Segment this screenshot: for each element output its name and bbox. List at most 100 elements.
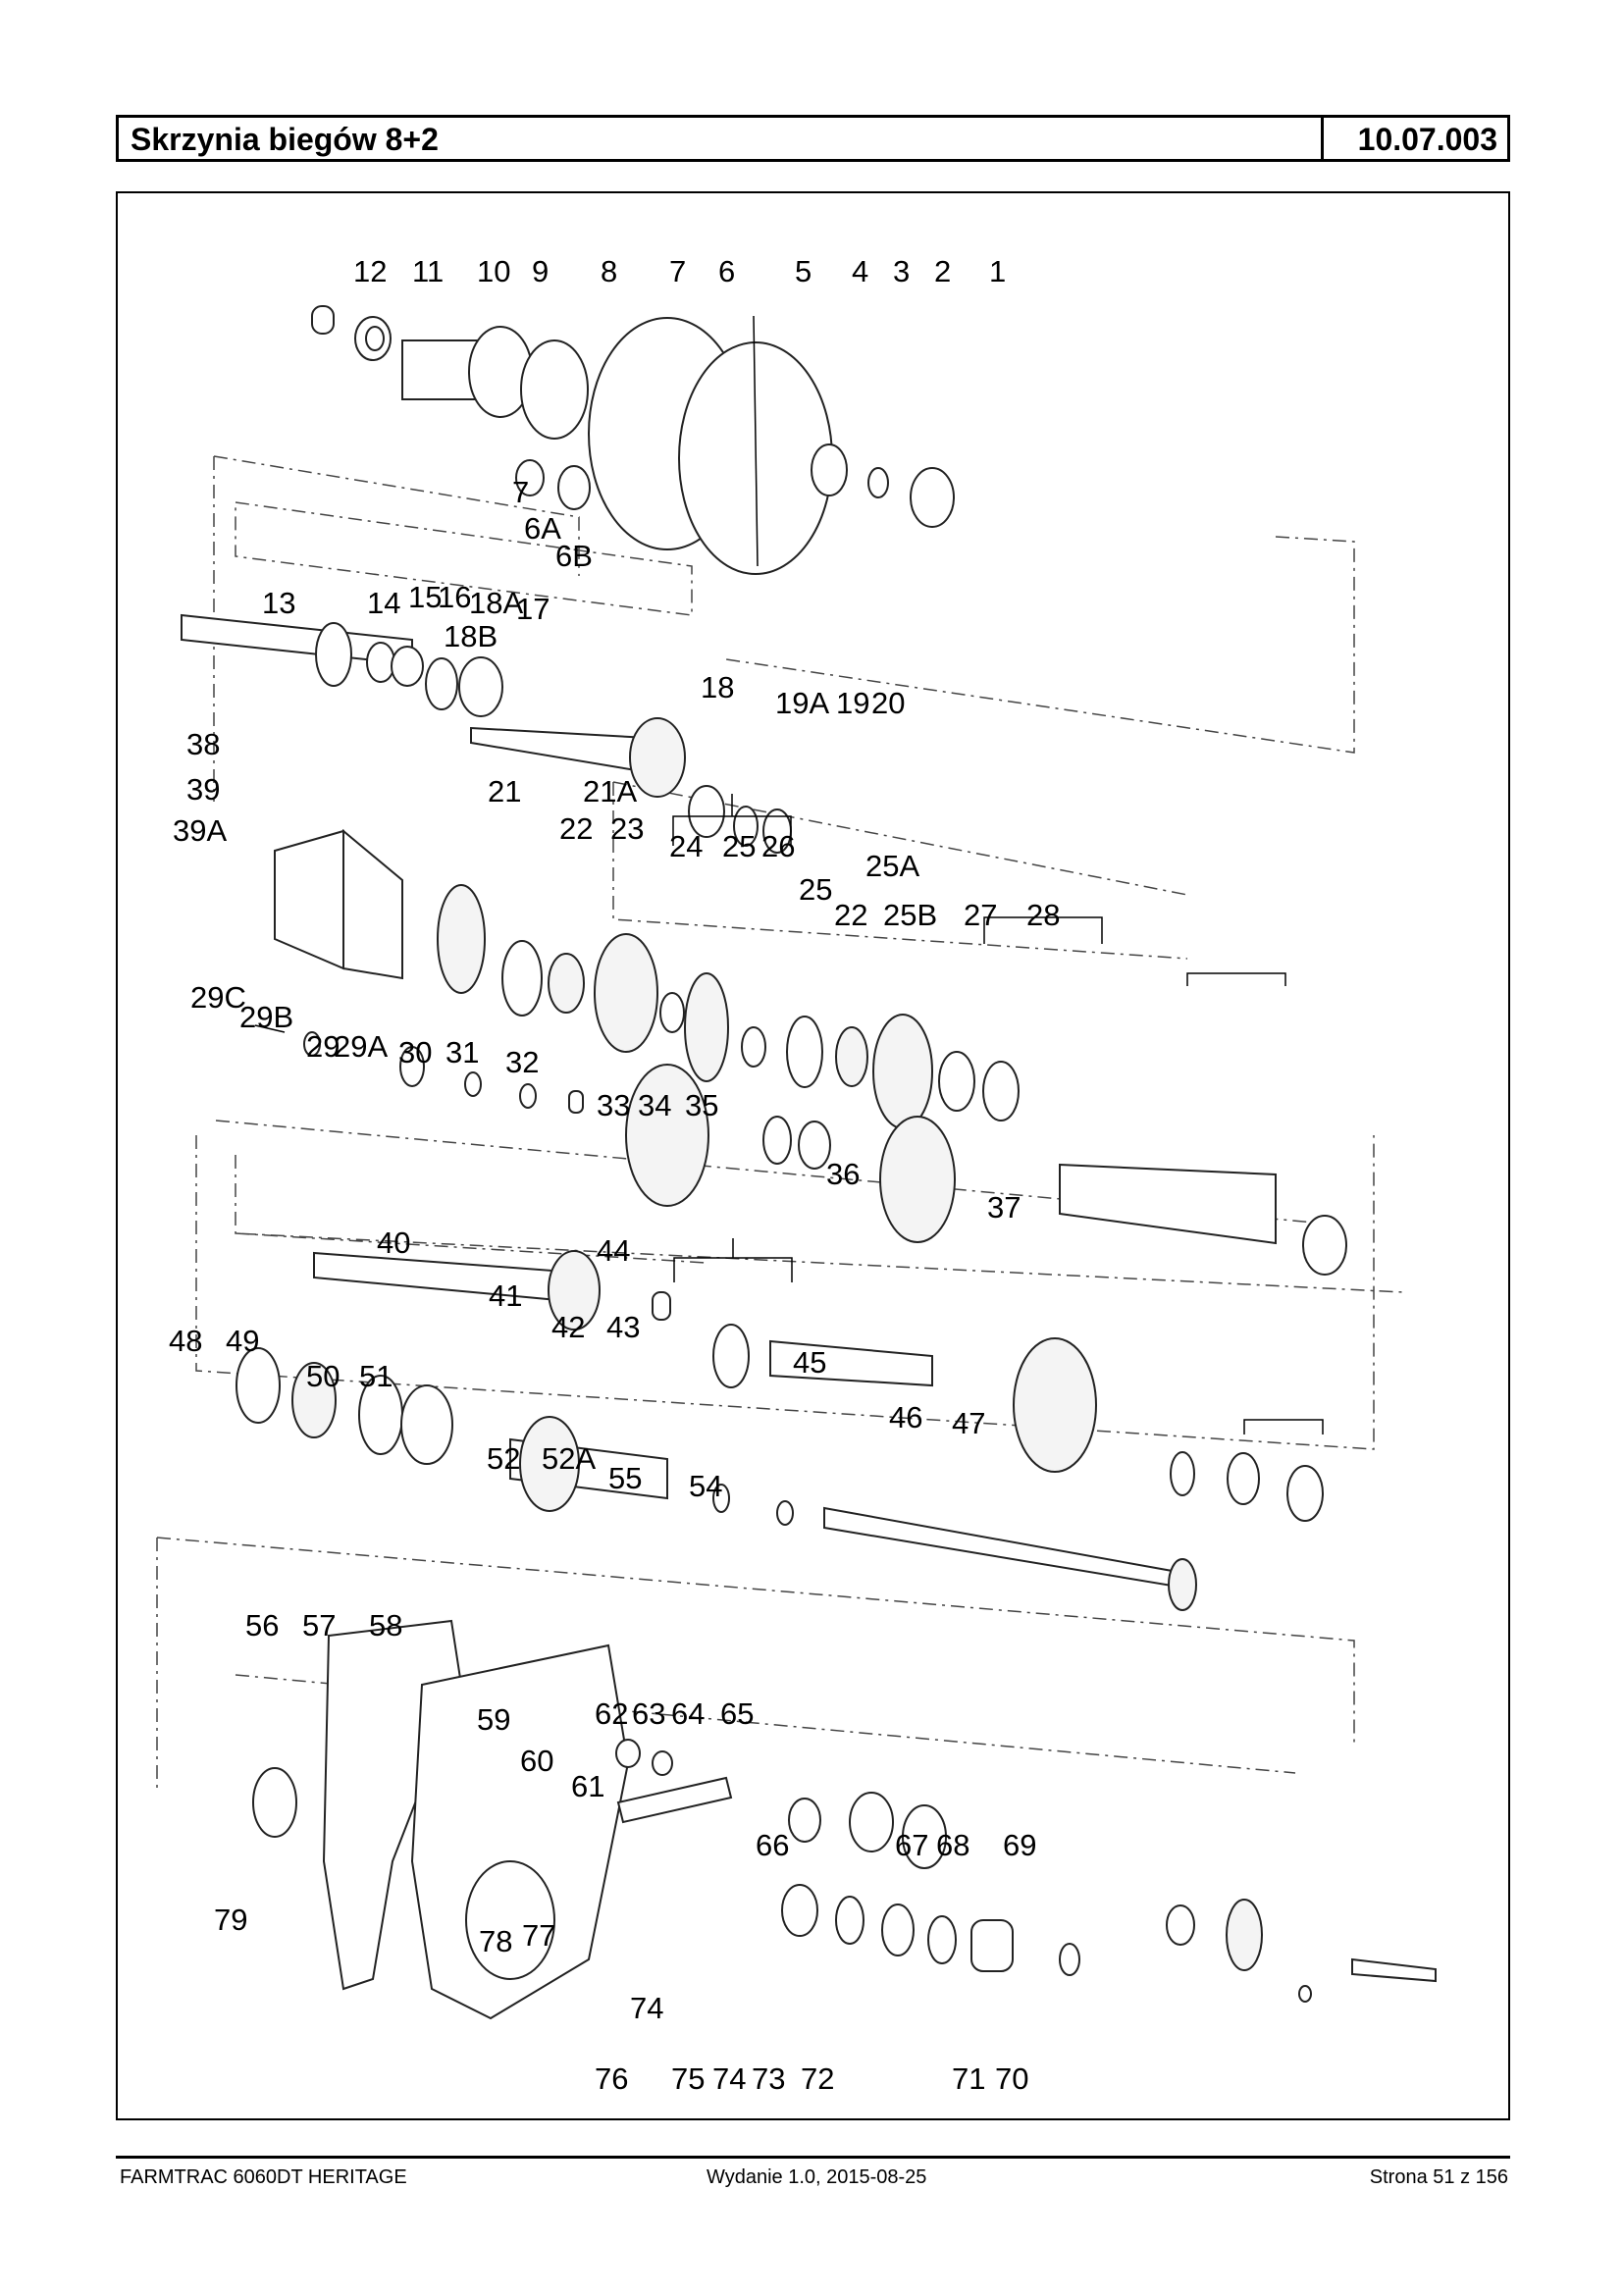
callout-27: 27 <box>964 898 997 932</box>
callout-43: 43 <box>606 1310 640 1344</box>
callout-14: 14 <box>367 586 400 620</box>
part-15-washer <box>366 642 395 683</box>
part-21-gear <box>437 884 486 994</box>
part-39a-cover <box>274 828 403 980</box>
callout-49: 49 <box>226 1324 259 1358</box>
part-30-ring <box>519 1083 537 1109</box>
section-code: 10.07.003 <box>1357 122 1497 157</box>
footer-edition: Wydanie 1.0, 2015-08-25 <box>707 2166 927 2188</box>
callout-9: 9 <box>532 254 549 288</box>
callout-34: 34 <box>638 1088 671 1122</box>
part-60-ring <box>652 1750 673 1776</box>
callout-25a: 25 <box>722 829 756 863</box>
callout-72: 72 <box>801 2061 834 2096</box>
callout-22b: 22 <box>834 898 867 932</box>
part-72-ring <box>1059 1943 1080 1976</box>
callout-29B: 29B <box>239 1000 293 1034</box>
part-25-washer-a <box>659 992 685 1033</box>
part-29a-ring <box>464 1071 482 1097</box>
part-19a-bearing <box>688 785 725 838</box>
callout-26: 26 <box>761 829 795 863</box>
callout-75: 75 <box>671 2061 705 2096</box>
callout-20: 20 <box>871 686 905 720</box>
part-28-ring <box>938 1051 975 1112</box>
callout-33: 33 <box>597 1088 630 1122</box>
header-divider <box>1321 118 1324 159</box>
callout-19A: 19A <box>775 686 829 720</box>
callout-78: 78 <box>479 1924 512 1958</box>
page-header: Skrzynia biegów 8+2 10.07.003 <box>116 115 1510 162</box>
callout-42: 42 <box>551 1310 585 1344</box>
part-22-synchro <box>501 940 543 1017</box>
part-54-shaft <box>823 1506 1179 1589</box>
callout-2: 2 <box>934 254 951 288</box>
part-28-bearing <box>982 1061 1020 1121</box>
callout-37: 37 <box>987 1190 1021 1225</box>
part-68-gear <box>1226 1899 1263 1971</box>
callout-60: 60 <box>520 1744 553 1778</box>
part-6a-plate <box>515 459 545 496</box>
callout-21A: 21A <box>583 774 637 808</box>
callout-7b: 7 <box>512 475 529 509</box>
part-1-bearing <box>910 467 955 528</box>
callout-28: 28 <box>1026 898 1060 932</box>
callout-77: 77 <box>522 1918 555 1953</box>
part-36-shaft <box>1059 1163 1277 1245</box>
page-title: Skrzynia biegów 8+2 <box>131 122 439 157</box>
callout-25B: 25B <box>883 898 937 932</box>
part-8-gasket <box>520 339 589 440</box>
part-64-gasket <box>849 1792 894 1852</box>
bracket-28 <box>1186 972 1286 986</box>
callout-51: 51 <box>359 1359 393 1393</box>
part-76-bushing <box>781 1884 818 1937</box>
callout-25A: 25A <box>865 849 919 883</box>
callout-46: 46 <box>889 1400 922 1434</box>
part-62-bushing <box>788 1798 821 1843</box>
part-22-synchro-b <box>786 1016 823 1088</box>
part-40-gear <box>548 1250 601 1330</box>
callout-39: 39 <box>186 772 220 807</box>
part-2-ring <box>867 467 889 498</box>
bracket-44 <box>673 1238 793 1282</box>
part-18a-ring <box>425 657 458 710</box>
bracket-47 <box>1243 1419 1324 1434</box>
part-11-seal-inner <box>365 326 385 351</box>
part-73-needle-bearing <box>970 1919 1014 1972</box>
callout-4: 4 <box>852 254 868 288</box>
part-47-ring <box>1286 1465 1324 1522</box>
part-12-sleeve <box>311 305 335 335</box>
callout-68: 68 <box>936 1828 969 1862</box>
callout-56: 56 <box>245 1608 279 1643</box>
part-59-seal <box>615 1739 641 1768</box>
part-4-pin <box>753 315 759 567</box>
part-65-flange <box>902 1804 947 1869</box>
callout-22a: 22 <box>559 811 593 846</box>
part-25b-hub <box>835 1026 868 1087</box>
part-42-synchro <box>712 1324 750 1388</box>
callout-58: 58 <box>369 1608 402 1643</box>
callout-38: 38 <box>186 727 220 761</box>
callout-39A: 39A <box>173 813 227 848</box>
part-74-circlip-b <box>927 1915 957 1964</box>
part-75-bearing <box>881 1904 915 1956</box>
callout-13: 13 <box>262 586 295 620</box>
part-27-gear <box>872 1014 933 1129</box>
callout-54: 54 <box>689 1469 722 1503</box>
footer-page-number: Strona 51 z 156 <box>1369 2166 1508 2188</box>
part-18-shaft <box>470 726 649 774</box>
callout-45: 45 <box>793 1345 826 1380</box>
part-41-sleeve <box>652 1291 671 1321</box>
part-46-washer <box>1170 1451 1195 1496</box>
part-52-gear <box>519 1416 580 1512</box>
part-6b-plate <box>557 465 591 510</box>
part-69-pin <box>1351 1957 1437 1983</box>
callout-64: 64 <box>671 1696 705 1731</box>
group-frame-countershaft <box>235 1155 1404 1293</box>
callout-73: 73 <box>752 2061 785 2096</box>
part-14-circlip <box>315 622 352 687</box>
callout-10: 10 <box>477 254 510 288</box>
callout-47: 47 <box>952 1406 985 1440</box>
callout-70: 70 <box>995 2061 1028 2096</box>
